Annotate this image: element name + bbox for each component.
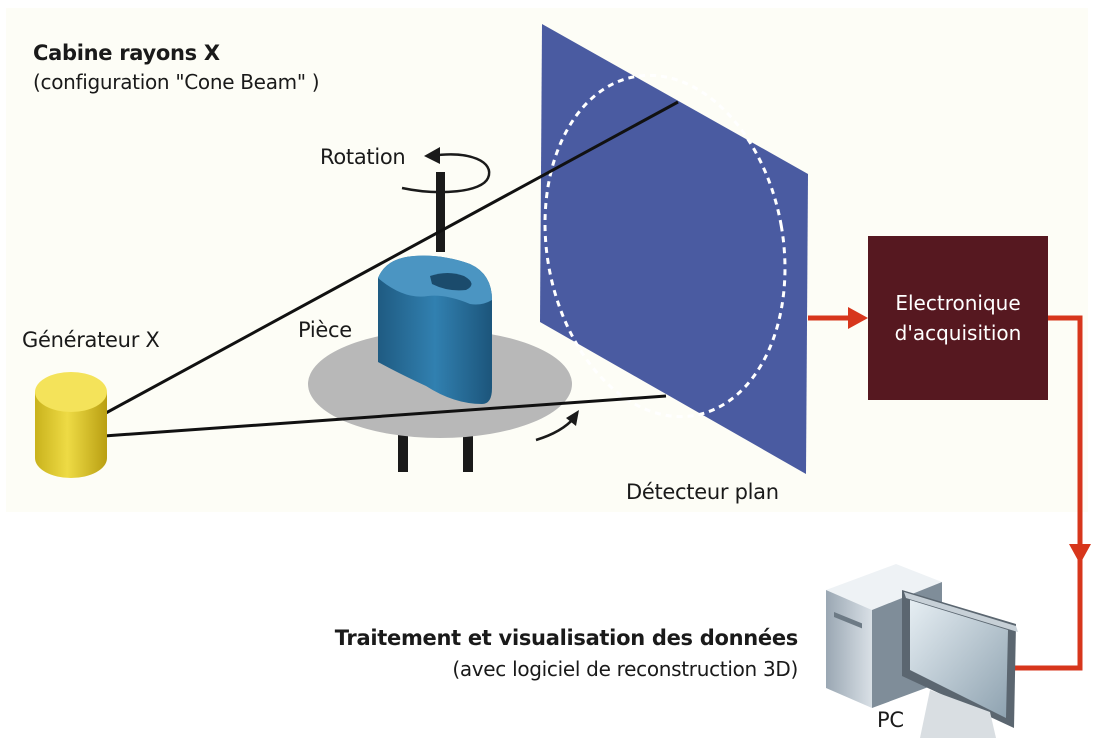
cabin-subtitle: (configuration "Cone Beam" ) <box>33 70 320 94</box>
rotation-arrowhead-icon <box>424 147 440 164</box>
rotation-arrow-icon <box>401 153 491 194</box>
signal-line-pc <box>1014 315 1083 671</box>
piece-icon <box>378 255 492 404</box>
turntable-arrowhead-icon <box>566 410 579 426</box>
x-ray-generator-icon <box>35 372 107 478</box>
flat-detector <box>540 24 808 474</box>
generator-label: Générateur X <box>22 328 160 352</box>
acquisition-label: Electronique d'acquisition <box>868 288 1048 348</box>
acquisition-label-line-1: Electronique <box>895 291 1021 315</box>
turntable-leg-right <box>463 432 473 472</box>
beam-line-bottom <box>103 394 667 438</box>
cabin-title: Cabine rayons X <box>33 41 220 65</box>
turntable-leg-left <box>398 432 408 472</box>
piece-label: Pièce <box>298 318 352 342</box>
detector-label: Détecteur plan <box>626 480 779 504</box>
beam-line-top <box>103 100 679 416</box>
pc-label: PC <box>877 708 904 732</box>
rotation-shaft <box>436 172 445 252</box>
processing-title: Traitement et visualisation des données <box>334 626 799 650</box>
acquisition-label-line-2: d'acquisition <box>894 321 1022 345</box>
acquisition-box <box>868 236 1048 400</box>
signal-arrow-icon <box>848 307 868 329</box>
signal-arrow-down-icon <box>1069 544 1091 564</box>
rotation-label: Rotation <box>320 145 406 169</box>
processing-subtitle: (avec logiciel de reconstruction 3D) <box>452 657 798 681</box>
detector-field-of-view <box>543 73 787 419</box>
computer-icon <box>826 564 1018 738</box>
